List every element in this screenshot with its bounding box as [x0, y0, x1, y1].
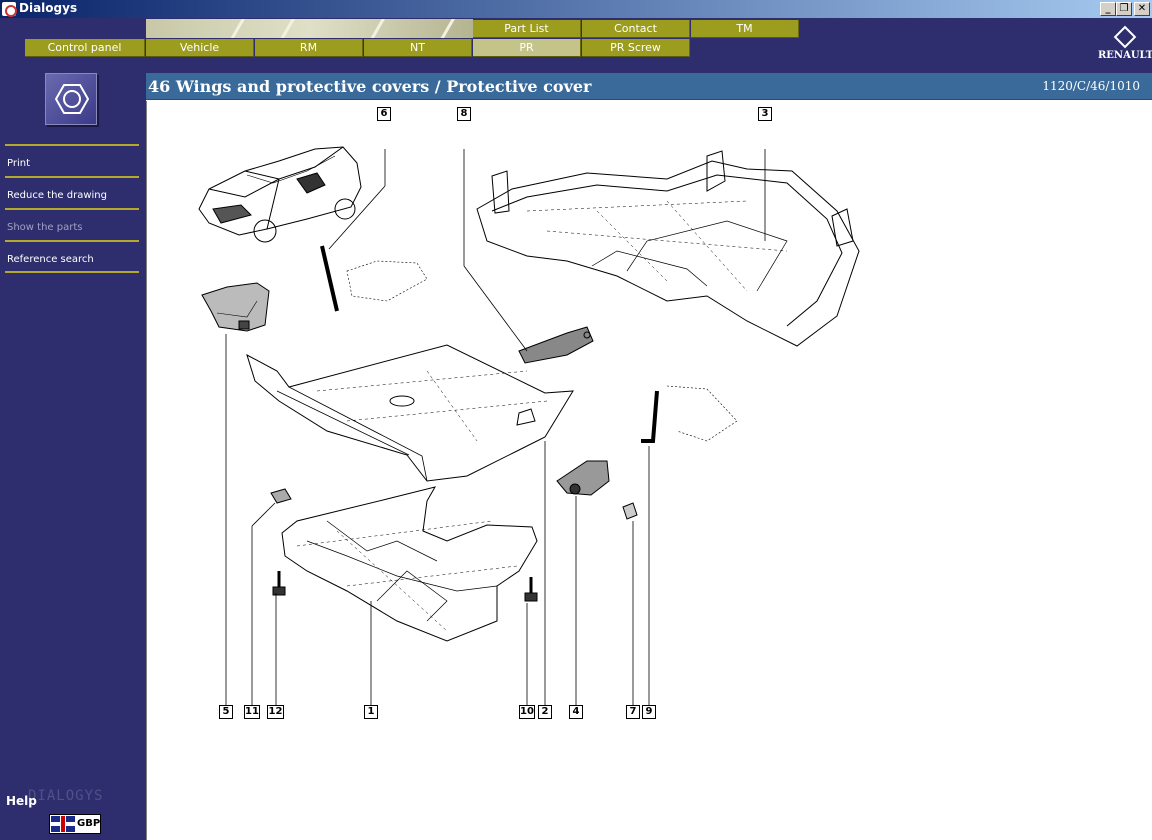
tab-vehicle[interactable]: Vehicle: [146, 39, 254, 57]
main-content: 46 Wings and protective covers / Protect…: [146, 73, 1152, 840]
exploded-view-drawing: 6 8 3 5 11 12 1 10 2 4 7 9: [146, 101, 1152, 840]
callout-4[interactable]: 4: [569, 705, 583, 719]
part-7-clip: [622, 502, 638, 520]
parts-diagram: [198, 146, 860, 706]
callout-12[interactable]: 12: [267, 705, 284, 719]
brand-name: RENAULT: [1098, 50, 1152, 61]
callout-2[interactable]: 2: [538, 705, 552, 719]
callout-10[interactable]: 10: [519, 705, 535, 719]
page-reference: 1120/C/46/1010: [1042, 79, 1140, 93]
callout-7[interactable]: 7: [626, 705, 640, 719]
window-title: Dialogys: [19, 1, 78, 15]
tab-rm[interactable]: RM: [255, 39, 363, 57]
language-button[interactable]: GBP: [49, 814, 101, 834]
page-header: 46 Wings and protective covers / Protect…: [146, 73, 1152, 100]
close-icon[interactable]: ✕: [1134, 2, 1150, 16]
car-illustration: [198, 146, 362, 243]
sidebar-divider: [5, 240, 139, 242]
tab-control-panel[interactable]: Control panel: [25, 39, 145, 57]
dialogys-watermark: DIALOGYS: [28, 788, 104, 804]
tab-contact[interactable]: Contact: [582, 20, 690, 38]
hex-nut-icon: [55, 84, 89, 114]
part-10-screw: [524, 577, 538, 602]
part-6-rod: [320, 245, 428, 312]
restore-icon[interactable]: ❐: [1116, 2, 1132, 16]
sidebar-item-print[interactable]: Print: [7, 158, 31, 169]
page-title: 46 Wings and protective covers / Protect…: [148, 77, 592, 96]
help-link[interactable]: Help: [6, 794, 37, 808]
tab-pr-screw[interactable]: PR Screw: [582, 39, 690, 57]
part-5-bracket: [201, 282, 270, 332]
sidebar-divider: [5, 176, 139, 178]
minimize-icon[interactable]: _: [1100, 2, 1116, 16]
app-icon: [2, 2, 17, 17]
language-code: GBP: [77, 818, 101, 829]
window-titlebar: Dialogys _ ❐ ✕: [0, 0, 1152, 18]
callout-11[interactable]: 11: [244, 705, 260, 719]
app-header: Part List Contact TM Control panel Vehic…: [0, 18, 1152, 73]
callout-8[interactable]: 8: [457, 107, 471, 121]
sidebar-item-reduce-drawing[interactable]: Reduce the drawing: [7, 190, 107, 201]
header-banner: [146, 19, 473, 38]
uk-flag-icon: [51, 816, 75, 832]
part-12-screw: [272, 571, 286, 596]
tab-part-list[interactable]: Part List: [473, 20, 581, 38]
part-3-underbody: [476, 150, 860, 347]
part-2-cover: [246, 344, 574, 482]
section-icon-box: [45, 73, 97, 125]
callout-1[interactable]: 1: [364, 705, 378, 719]
callout-6[interactable]: 6: [377, 107, 391, 121]
leader-lines: [225, 149, 766, 706]
part-9-rod: [641, 385, 738, 443]
callout-3[interactable]: 3: [758, 107, 772, 121]
sidebar-item-show-parts[interactable]: Show the parts: [7, 222, 83, 233]
sidebar-divider: [5, 208, 139, 210]
tab-tm[interactable]: TM: [691, 20, 799, 38]
tab-nt[interactable]: NT: [364, 39, 472, 57]
part-1-lower-cover: [281, 486, 538, 642]
part-8-bracket: [518, 326, 594, 364]
renault-logo: RENAULT: [1098, 26, 1152, 70]
sidebar-item-reference-search[interactable]: Reference search: [7, 254, 94, 265]
sidebar-divider: [5, 271, 139, 273]
part-11-clip: [270, 488, 292, 504]
sidebar-divider: [5, 144, 139, 146]
tab-pr[interactable]: PR: [473, 39, 581, 57]
callout-9[interactable]: 9: [642, 705, 656, 719]
renault-diamond-icon: [1115, 26, 1133, 48]
sidebar: Print Reduce the drawing Show the parts …: [0, 73, 145, 840]
part-4-mount: [556, 460, 610, 496]
callout-5[interactable]: 5: [219, 705, 233, 719]
